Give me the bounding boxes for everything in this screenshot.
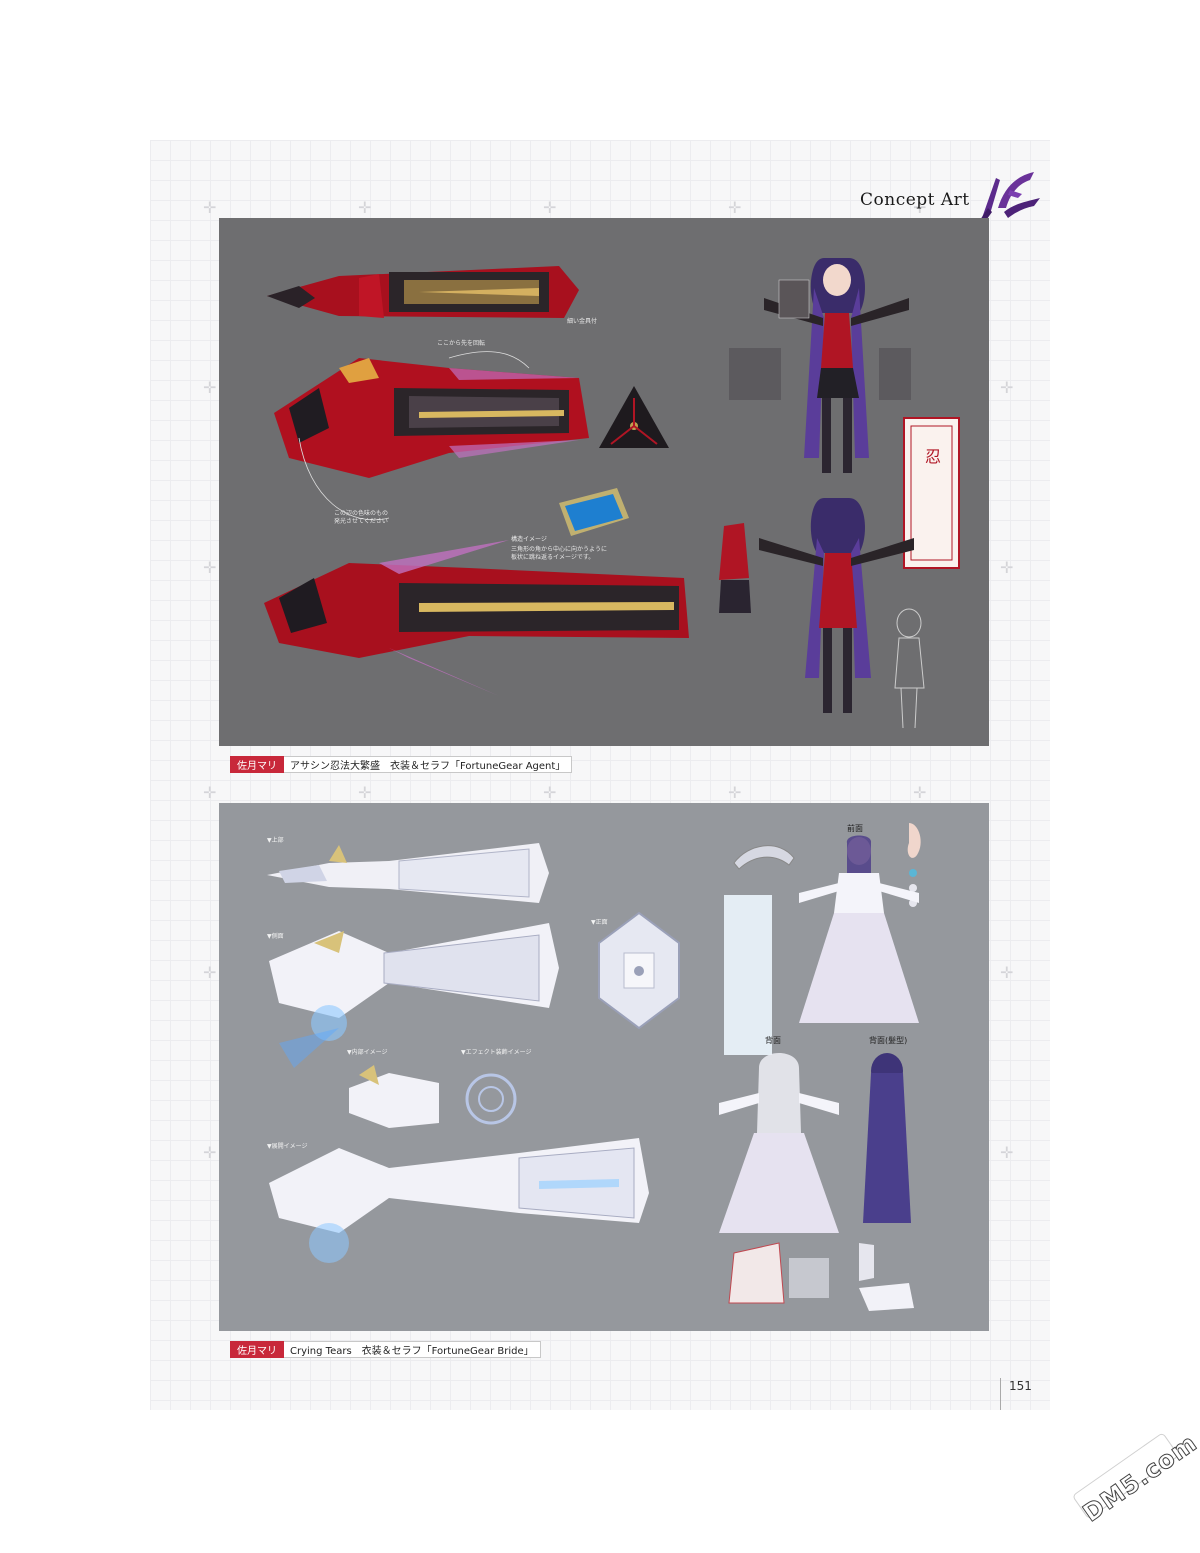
cross-mark: ✛ [913,783,927,802]
cross-mark: ✛ [203,783,217,802]
bride-shield-front [598,911,680,1030]
caption-agent: 佐月マリ アサシン忍法大繁盛 衣装＆セラフ「FortuneGear Agent」 [230,756,573,773]
hair-back [863,1053,911,1223]
cross-mark: ✛ [203,558,217,577]
cross-mark: ✛ [913,198,927,217]
veil-bottom [728,1242,829,1304]
triangle-part [599,386,669,448]
caption-title: アサシン忍法大繁盛 衣装＆セラフ「FortuneGear Agent」 [284,756,573,773]
bride-illustration [267,823,921,1311]
concept-panel-agent: ここから先を回転 この辺の色味のもの 発光させてください 構造イメージ 三角形の… [219,218,989,746]
note-structure: 構造イメージ [511,536,547,543]
note-inner: ▼内部イメージ [347,1049,388,1056]
stamp-glyph: 忍 [925,447,942,466]
character-back [759,498,914,713]
bride-effect-emblem [465,1073,517,1125]
label-back-hair: 背面(髪型) [869,1036,908,1045]
bride-shoes [859,1243,914,1311]
label-front-view: 前面 [847,824,863,833]
cross-mark: ✛ [543,783,557,802]
page-header: Concept Art [860,168,1044,232]
note-effect: ▼エフェクト装飾イメージ [461,1049,532,1056]
cross-mark: ✛ [203,1143,217,1162]
note-glow: この辺の色味のもの 発光させてください [334,510,389,525]
note-clip: 細い金具付 [567,318,598,325]
veil-fabric [724,895,772,1055]
agent-illustration [264,258,960,729]
bride-weapon-deployed [269,1138,649,1263]
watermark-logo-icon [1073,1433,1178,1518]
cross-mark: ✛ [728,783,742,802]
cross-mark: ✛ [203,378,217,397]
cross-mark: ✛ [1000,558,1014,577]
cross-mark: ✛ [728,198,742,217]
purple-brushstroke-logo-icon [974,168,1044,232]
page-title: Concept Art [860,190,970,210]
bride-weapon-top [267,843,549,903]
concept-panel-bride: ▼上部 ▼側面 ▼正面 ▼内部イメージ ▼エフェクト装飾イメージ ▼展開イメージ… [219,803,989,1331]
cross-mark: ✛ [203,963,217,982]
blue-tile [559,488,629,536]
character-front [729,258,911,473]
side-outfit [719,523,751,613]
note-front: ▼正面 [591,919,608,926]
cross-mark: ✛ [203,198,217,217]
bride-inner-part [349,1065,439,1128]
cross-mark: ✛ [1000,963,1014,982]
cross-mark: ✛ [358,783,372,802]
note-upper: ▼上部 [267,837,284,844]
caption-author: 佐月マリ [230,756,284,773]
note-deployed: ▼展開イメージ [267,1143,308,1150]
cross-mark: ✛ [1000,378,1014,397]
bride-back [719,1053,839,1233]
watermark: DM5.com [1060,1420,1200,1530]
note-rotate: ここから先を回転 [437,340,486,347]
cross-mark: ✛ [1000,1143,1014,1162]
weapon-mid [274,358,589,478]
weapon-extended [264,540,689,696]
pencil-sketch [894,608,925,729]
cross-mark: ✛ [543,198,557,217]
caption-bride: 佐月マリ Crying Tears 衣装＆セラフ「FortuneGear Bri… [230,1341,541,1358]
bride-front [799,835,919,1023]
page-number: 151 [1000,1378,1032,1410]
note-structure-detail: 三角形の角から中心に向かうように 板状に跳ね返るイメージです。 [511,546,608,561]
cross-mark: ✛ [358,198,372,217]
note-side: ▼側面 [267,933,284,940]
label-back-view: 背面 [765,1036,781,1045]
caption-title: Crying Tears 衣装＆セラフ「FortuneGear Bride」 [284,1341,541,1358]
bride-weapon-side [269,923,559,1068]
caption-author: 佐月マリ [230,1341,284,1358]
weapon-folded [267,266,579,318]
tiara [733,845,795,870]
